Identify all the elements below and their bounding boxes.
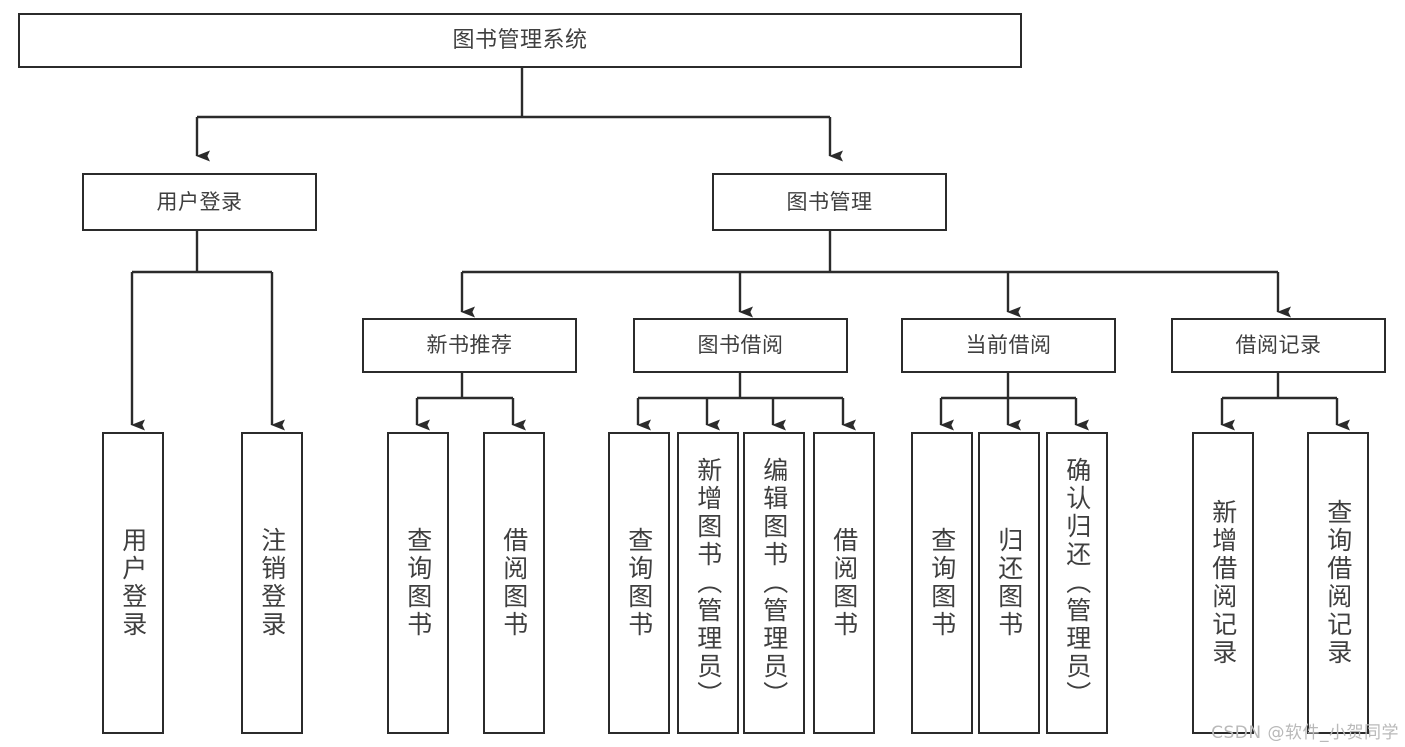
- node-leaf-add-record[interactable]: 新增借阅记录: [1192, 432, 1254, 734]
- node-borrow-record[interactable]: 借阅记录: [1171, 318, 1386, 373]
- node-leaf-borrow-book-2-label: 借阅图书: [829, 527, 859, 639]
- node-leaf-query-book-3[interactable]: 查询图书: [911, 432, 973, 734]
- node-leaf-borrow-book-2[interactable]: 借阅图书: [813, 432, 875, 734]
- node-leaf-add-book[interactable]: 新增图书（管理员）: [677, 432, 739, 734]
- node-leaf-logout[interactable]: 注销登录: [241, 432, 303, 734]
- node-leaf-edit-book[interactable]: 编辑图书（管理员）: [743, 432, 805, 734]
- node-leaf-logout-label: 注销登录: [257, 527, 287, 639]
- node-leaf-user-login[interactable]: 用户登录: [102, 432, 164, 734]
- node-leaf-add-book-label: 新增图书（管理员）: [693, 457, 723, 709]
- node-leaf-query-record-label: 查询借阅记录: [1323, 499, 1353, 667]
- node-leaf-query-book-1-label: 查询图书: [403, 527, 433, 639]
- node-leaf-query-book-3-label: 查询图书: [927, 527, 957, 639]
- node-new-book-recommend[interactable]: 新书推荐: [362, 318, 577, 373]
- node-new-book-recommend-label: 新书推荐: [426, 333, 513, 358]
- node-book-manage-label: 图书管理: [786, 189, 873, 214]
- node-leaf-query-record[interactable]: 查询借阅记录: [1307, 432, 1369, 734]
- node-leaf-query-book-1[interactable]: 查询图书: [387, 432, 449, 734]
- csdn-watermark: CSDN @软件_小贺同学: [1211, 723, 1399, 743]
- node-current-borrow[interactable]: 当前借阅: [901, 318, 1116, 373]
- node-root[interactable]: 图书管理系统: [18, 13, 1022, 68]
- node-book-borrow[interactable]: 图书借阅: [633, 318, 848, 373]
- node-borrow-record-label: 借阅记录: [1235, 333, 1322, 358]
- node-leaf-confirm-return[interactable]: 确认归还（管理员）: [1046, 432, 1108, 734]
- node-user-login[interactable]: 用户登录: [82, 173, 317, 231]
- node-leaf-borrow-book-1[interactable]: 借阅图书: [483, 432, 545, 734]
- node-leaf-query-book-2-label: 查询图书: [624, 527, 654, 639]
- node-leaf-confirm-return-label: 确认归还（管理员）: [1062, 457, 1092, 709]
- node-book-borrow-label: 图书借阅: [697, 333, 784, 358]
- node-leaf-return-book[interactable]: 归还图书: [978, 432, 1040, 734]
- node-leaf-user-login-label: 用户登录: [118, 527, 148, 639]
- node-leaf-query-book-2[interactable]: 查询图书: [608, 432, 670, 734]
- node-book-manage[interactable]: 图书管理: [712, 173, 947, 231]
- node-leaf-add-record-label: 新增借阅记录: [1208, 499, 1238, 667]
- node-leaf-return-book-label: 归还图书: [994, 527, 1024, 639]
- node-leaf-edit-book-label: 编辑图书（管理员）: [759, 457, 789, 709]
- node-root-label: 图书管理系统: [452, 27, 588, 53]
- node-current-borrow-label: 当前借阅: [965, 333, 1052, 358]
- node-leaf-borrow-book-1-label: 借阅图书: [499, 527, 529, 639]
- node-user-login-label: 用户登录: [156, 189, 243, 214]
